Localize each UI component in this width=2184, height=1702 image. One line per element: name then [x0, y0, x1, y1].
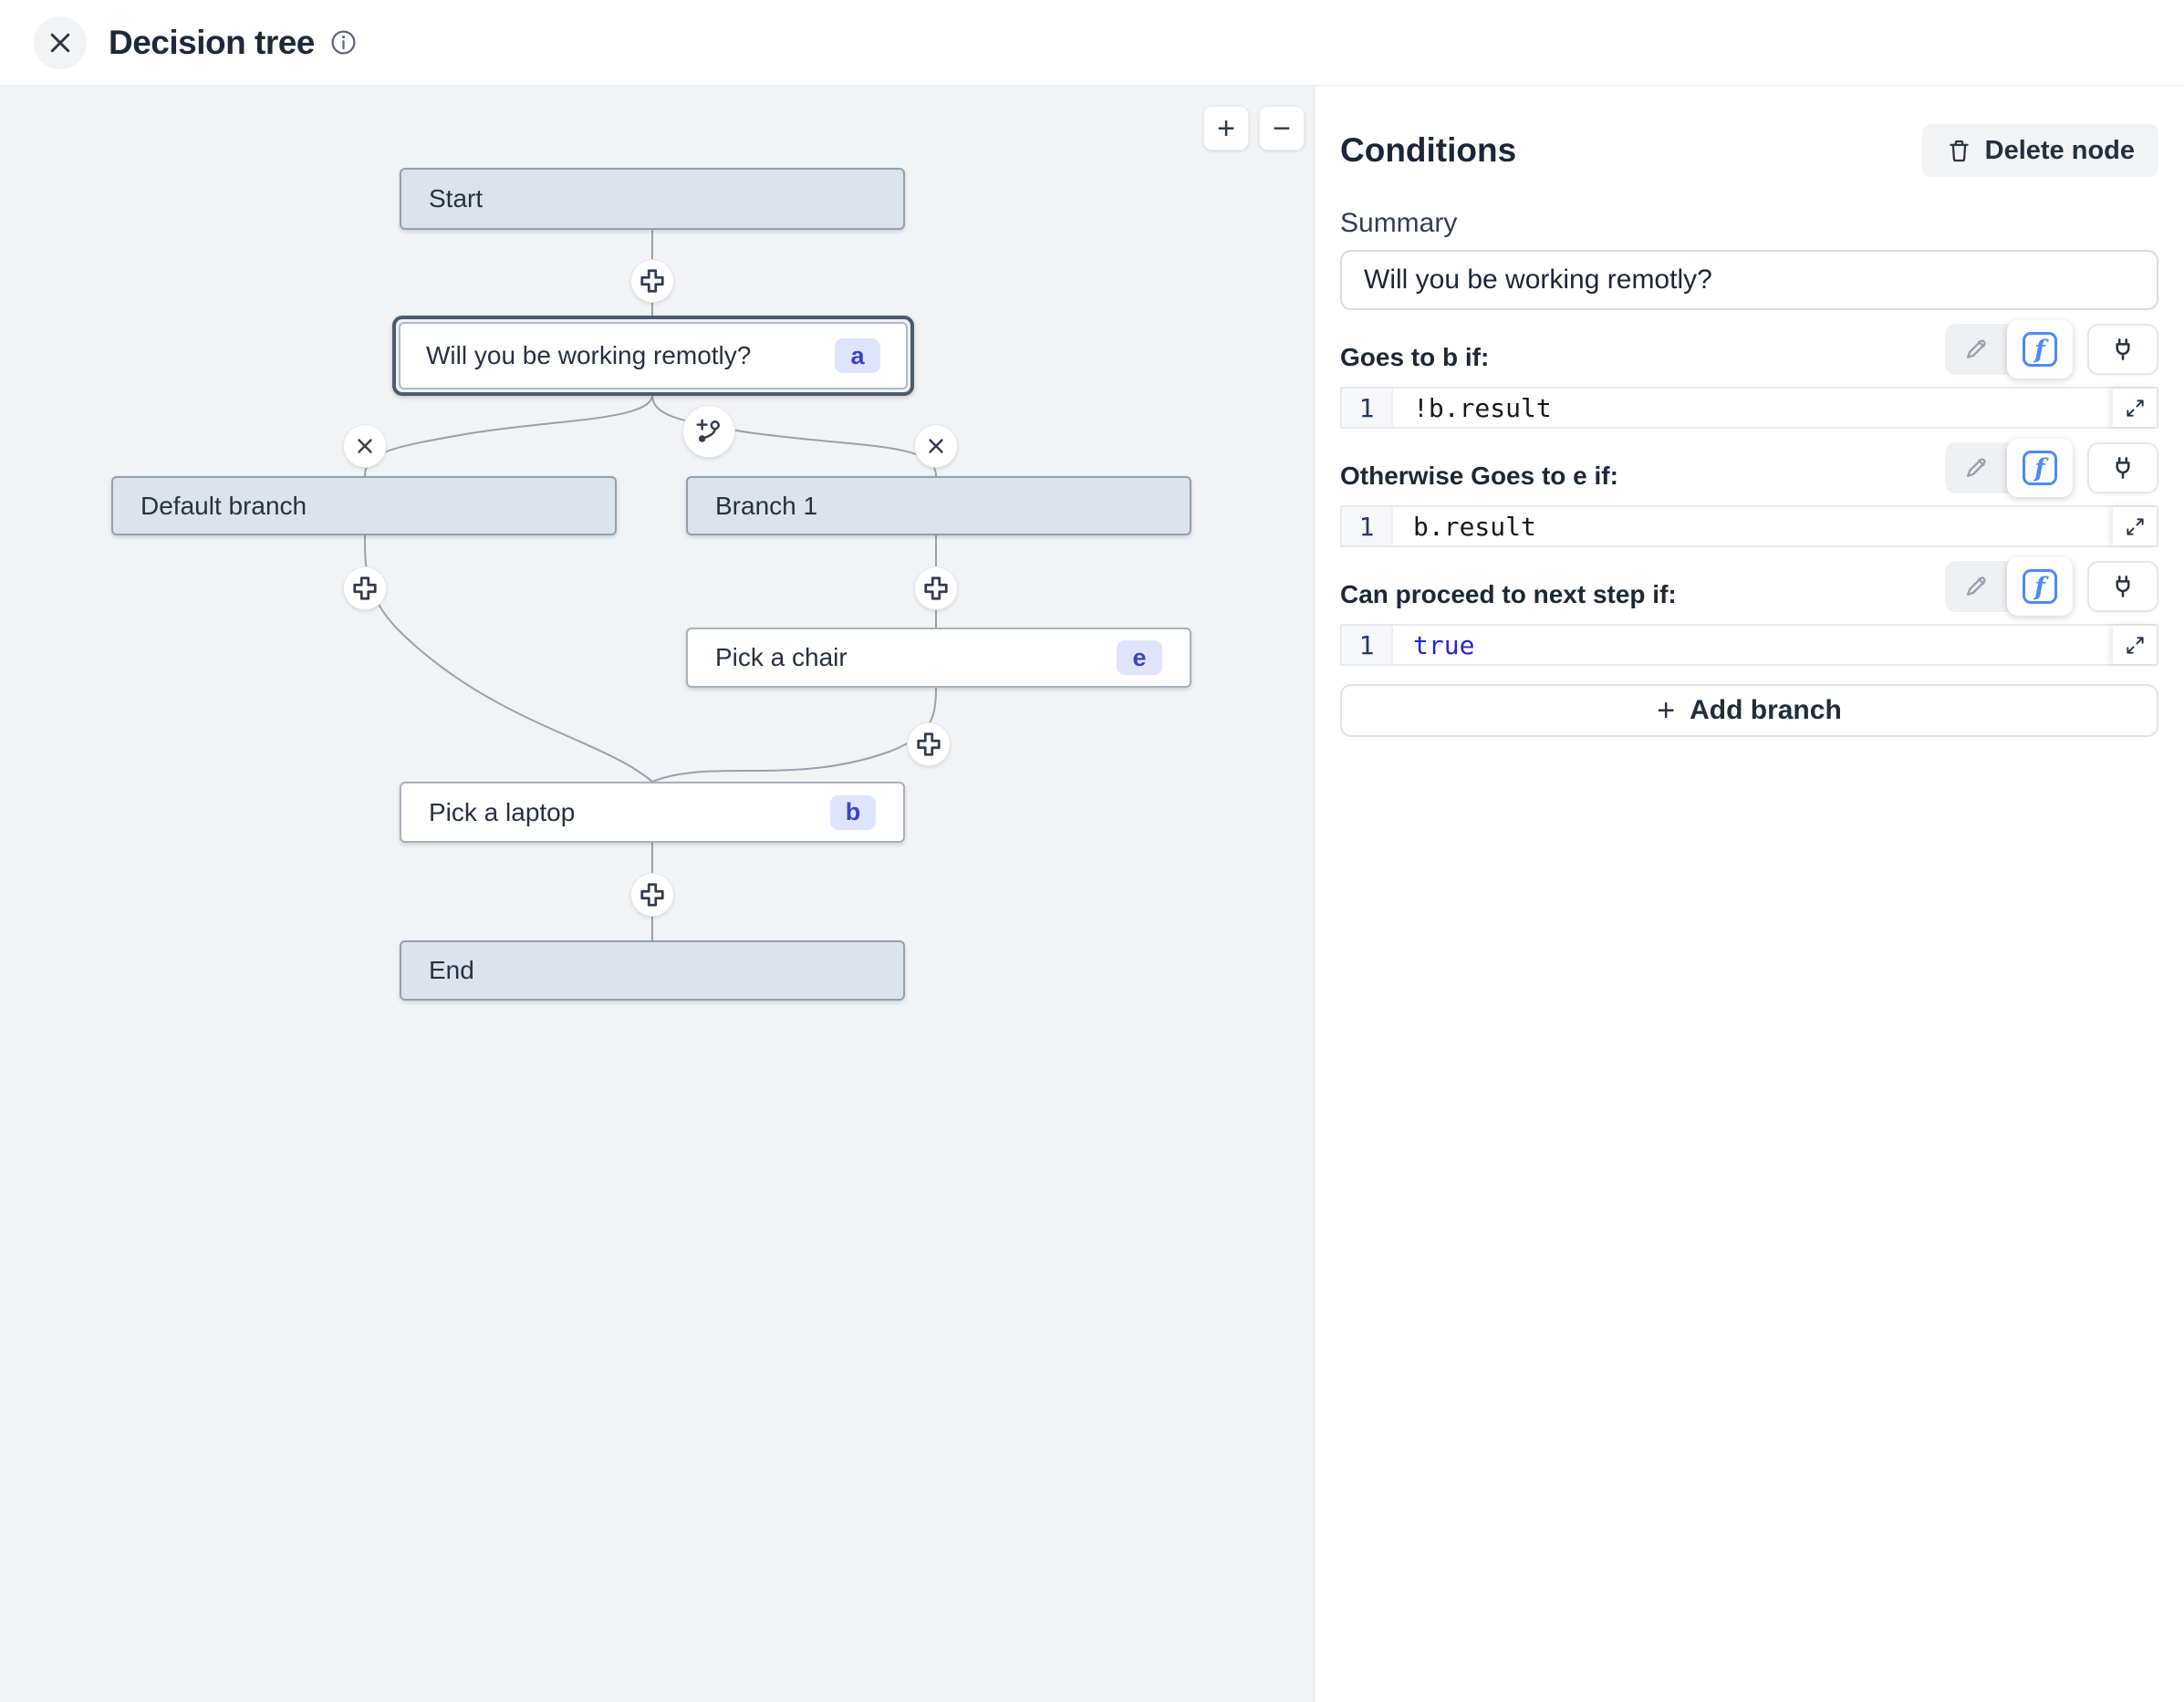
- node-label: Start: [429, 184, 484, 213]
- branch-split-icon: [696, 419, 720, 442]
- node-end[interactable]: End: [400, 940, 905, 1001]
- add-node-button[interactable]: [915, 567, 957, 609]
- panel-title: Conditions: [1340, 131, 1517, 169]
- line-number: 1: [1342, 507, 1393, 545]
- node-badge: a: [835, 338, 880, 373]
- zoom-out-button[interactable]: −: [1259, 106, 1305, 150]
- conditions-panel: Conditions Delete node Summary Goes to b…: [1314, 86, 2184, 1702]
- fx-mode-button[interactable]: f: [2007, 439, 2073, 497]
- plus-icon: +: [1657, 692, 1676, 728]
- plus-outline-icon: [640, 883, 664, 907]
- x-icon: [929, 439, 943, 453]
- fx-mode-button[interactable]: f: [2007, 557, 2073, 616]
- expand-editor-button[interactable]: [2113, 389, 2157, 427]
- connect-data-button[interactable]: [2087, 561, 2158, 612]
- node-label: Pick a laptop: [429, 797, 576, 826]
- node-pick-laptop[interactable]: Pick a laptop b: [400, 782, 905, 843]
- fx-icon: f: [2023, 569, 2057, 604]
- node-badge: b: [830, 794, 876, 830]
- node-question-selected[interactable]: Will you be working remotly? a: [392, 316, 914, 396]
- editor-mode-toggle: f: [1945, 320, 2073, 379]
- page-title: Decision tree: [109, 23, 315, 61]
- condition-code-editor[interactable]: 1 b.result: [1340, 505, 2158, 547]
- pencil-icon: [1967, 576, 1986, 596]
- node-label: Default branch: [140, 491, 307, 520]
- close-button[interactable]: [34, 16, 87, 69]
- pencil-icon: [1967, 339, 1986, 358]
- line-number: 1: [1342, 626, 1393, 664]
- plug-icon: [2116, 576, 2130, 597]
- expand-icon: [2126, 399, 2144, 417]
- condition-code[interactable]: true: [1413, 629, 1475, 660]
- node-badge: e: [1117, 640, 1162, 675]
- node-branch-1[interactable]: Branch 1: [686, 476, 1191, 535]
- condition-code-editor[interactable]: 1 !b.result: [1340, 387, 2158, 429]
- pencil-icon: [1967, 458, 1986, 477]
- add-branch-button[interactable]: + Add branch: [1340, 684, 2158, 737]
- connect-data-button[interactable]: [2087, 442, 2158, 493]
- summary-label: Summary: [1340, 208, 1458, 238]
- line-number: 1: [1342, 389, 1393, 427]
- info-icon[interactable]: [329, 28, 358, 57]
- text-mode-button[interactable]: [1945, 336, 2007, 363]
- summary-input[interactable]: [1340, 250, 2158, 310]
- node-default-branch[interactable]: Default branch: [111, 476, 617, 535]
- add-branch-label: Add branch: [1690, 695, 1842, 725]
- plug-icon: [2116, 457, 2130, 479]
- node-label: Branch 1: [715, 491, 818, 520]
- expand-editor-button[interactable]: [2113, 507, 2157, 545]
- condition-code[interactable]: b.result: [1413, 511, 1536, 542]
- fx-icon: f: [2023, 451, 2057, 485]
- add-node-button[interactable]: [631, 874, 673, 916]
- editor-mode-toggle: f: [1945, 557, 2073, 616]
- condition-label: Otherwise Goes to e if:: [1340, 462, 1618, 490]
- plus-outline-icon: [353, 576, 377, 600]
- node-label: Will you be working remotly?: [426, 341, 752, 369]
- condition-label: Can proceed to next step if:: [1340, 580, 1677, 608]
- editor-mode-toggle: f: [1945, 439, 2073, 497]
- plus-outline-icon: [917, 732, 941, 756]
- fx-mode-button[interactable]: f: [2007, 320, 2073, 379]
- minus-icon: −: [1273, 110, 1291, 146]
- x-icon: [358, 439, 372, 453]
- condition-code[interactable]: !b.result: [1413, 392, 1552, 423]
- condition-label: Goes to b if:: [1340, 343, 1490, 371]
- delete-branch-button[interactable]: [915, 425, 957, 467]
- zoom-in-button[interactable]: +: [1203, 106, 1249, 150]
- plus-outline-icon: [640, 269, 664, 293]
- header: Decision tree: [0, 0, 2184, 86]
- add-node-button[interactable]: [344, 567, 386, 609]
- text-mode-button[interactable]: [1945, 573, 2007, 600]
- node-label: Pick a chair: [715, 643, 848, 671]
- node-label: End: [429, 956, 474, 984]
- expand-icon: [2126, 517, 2144, 535]
- add-node-button[interactable]: [631, 260, 673, 302]
- plus-outline-icon: [924, 576, 948, 600]
- plug-icon: [2116, 338, 2130, 360]
- node-start[interactable]: Start: [400, 168, 905, 230]
- connect-data-button[interactable]: [2087, 324, 2158, 375]
- fx-icon: f: [2023, 332, 2057, 367]
- text-mode-button[interactable]: [1945, 454, 2007, 482]
- expand-icon: [2126, 636, 2144, 654]
- delete-branch-button[interactable]: [344, 425, 386, 467]
- delete-node-button[interactable]: Delete node: [1921, 124, 2158, 177]
- plus-icon: +: [1217, 110, 1235, 146]
- flow-canvas[interactable]: + − Start Will you be working remotly? a…: [0, 86, 1314, 1702]
- add-branch-canvas-button[interactable]: [683, 406, 734, 457]
- delete-node-label: Delete node: [1984, 135, 2135, 165]
- node-pick-chair[interactable]: Pick a chair e: [686, 628, 1191, 688]
- expand-editor-button[interactable]: [2113, 626, 2157, 664]
- close-icon: [50, 33, 70, 52]
- condition-code-editor[interactable]: 1 true: [1340, 624, 2158, 666]
- trash-icon: [1949, 140, 1969, 161]
- add-node-button[interactable]: [908, 723, 950, 765]
